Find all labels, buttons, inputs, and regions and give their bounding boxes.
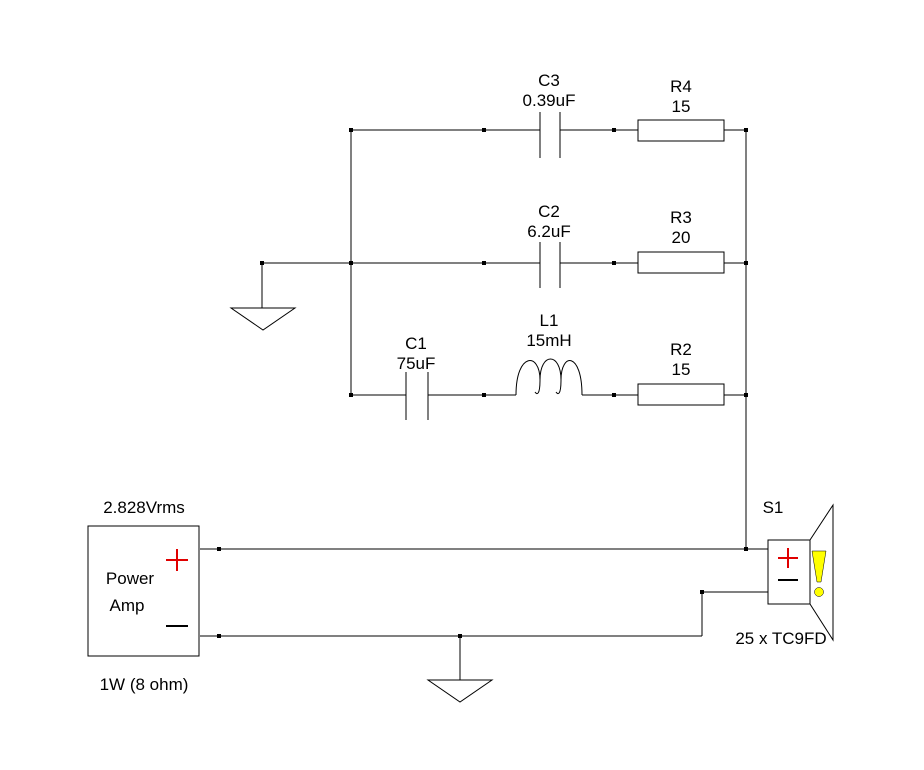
junction-dot [482,128,486,132]
resistor-r2[interactable]: R2 15 [637,340,725,406]
ground-icon [426,679,494,703]
r3-ref-label: R3 [670,208,692,227]
junction-dot [744,261,748,265]
c2-ref-label: C2 [538,202,560,221]
junction-dots [217,128,748,638]
amp-name-line1: Power [106,569,155,588]
junction-dot [744,128,748,132]
junction-dot [217,634,221,638]
c3-value-label: 0.39uF [523,91,576,110]
warning-exclamation-icon [811,550,827,597]
r4-value-label: 15 [672,97,691,116]
l1-value-label: 15mH [526,331,571,350]
junction-dot [612,261,616,265]
amp-rating-label: 1W (8 ohm) [100,675,189,694]
amp-name-line2: Amp [110,596,145,615]
ground-icon [229,307,297,331]
resistor-r4[interactable]: R4 15 [637,77,725,142]
r2-value-label: 15 [672,360,691,379]
c3-ref-label: C3 [538,71,560,90]
junction-dot [349,393,353,397]
c2-value-label: 6.2uF [527,222,570,241]
junction-dot [744,393,748,397]
junction-dot [349,261,353,265]
junction-dot [482,393,486,397]
l1-ref-label: L1 [540,311,559,330]
junction-dot [700,590,704,594]
speaker-ref-label: S1 [763,498,784,517]
inductor-l1[interactable]: L1 15mH [515,311,583,396]
power-amp[interactable]: Power Amp 2.828Vrms 1W (8 ohm) [87,498,200,694]
capacitor-c1[interactable]: C1 75uF [397,334,436,420]
speaker-model-label: 25 x TC9FD [735,629,826,648]
wires [200,129,768,680]
junction-dot [612,128,616,132]
r4-ref-label: R4 [670,77,692,96]
r2-ref-label: R2 [670,340,692,359]
junction-dot [458,634,462,638]
junction-dot [260,261,264,265]
resistor-r3[interactable]: R3 20 [637,208,725,274]
amp-voltage-label: 2.828Vrms [103,498,185,517]
junction-dot [612,393,616,397]
junction-dot [349,128,353,132]
junction-dot [482,261,486,265]
r3-value-label: 20 [672,228,691,247]
speaker-s1[interactable]: S1 25 x TC9FD [735,498,834,648]
c1-ref-label: C1 [405,334,427,353]
c1-value-label: 75uF [397,354,436,373]
junction-dot [744,547,748,551]
capacitor-c3[interactable]: C3 0.39uF [523,71,576,158]
junction-dot [217,547,221,551]
capacitor-c2[interactable]: C2 6.2uF [527,202,571,288]
